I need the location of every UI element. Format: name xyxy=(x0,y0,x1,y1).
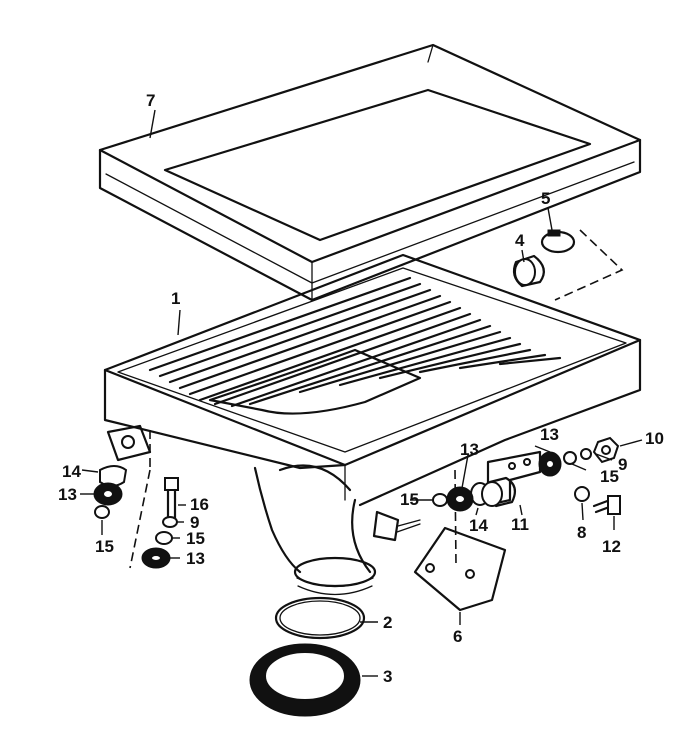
callout-4: 4 xyxy=(515,231,525,250)
part-12-bolt xyxy=(592,495,621,515)
part-9-washer-left xyxy=(162,516,178,528)
callout-15-left: 15 xyxy=(95,537,114,556)
cooling-fins xyxy=(148,276,562,408)
leader-lines xyxy=(80,109,643,677)
part-1-intercooler-body xyxy=(103,253,642,596)
part-13-rubber-mount-left-upper xyxy=(93,482,123,506)
callout-5: 5 xyxy=(541,189,550,208)
part-13-rubber-mount-center xyxy=(446,486,474,512)
part-6-bracket xyxy=(413,469,507,612)
part-3-gasket xyxy=(249,643,361,717)
part-13-rubber-mount-left-lower xyxy=(141,547,171,569)
callout-13-left-upper: 13 xyxy=(58,485,77,504)
callouts: 7 1 4 5 2 3 6 11 8 12 15 9 10 13 13 14 1… xyxy=(58,91,664,686)
part-15-washer-left-lower xyxy=(155,531,173,545)
part-13-rubber-mount-right xyxy=(538,451,562,477)
callout-15-right: 15 xyxy=(600,467,619,486)
callout-9-right: 9 xyxy=(618,455,627,474)
part-15-washer-left xyxy=(94,505,110,519)
callout-6: 6 xyxy=(453,627,462,646)
part-4-sleeve xyxy=(512,254,545,288)
part-2-o-ring xyxy=(274,596,366,640)
callout-15-center: 15 xyxy=(400,490,419,509)
callout-1: 1 xyxy=(171,289,180,308)
callout-3: 3 xyxy=(383,667,392,686)
callout-7: 7 xyxy=(146,91,155,110)
outlet-spout xyxy=(253,464,377,596)
callout-14-right: 14 xyxy=(469,516,488,535)
callout-2: 2 xyxy=(383,613,392,632)
part-15-washer-center xyxy=(432,493,448,507)
part-14-bushing-right xyxy=(470,476,517,508)
callout-11: 11 xyxy=(511,515,529,534)
callout-10: 10 xyxy=(645,429,664,448)
callout-16: 16 xyxy=(190,495,209,514)
mount-tab-left xyxy=(106,424,152,462)
callout-12: 12 xyxy=(602,537,621,556)
part-5-hose-clamp xyxy=(540,229,576,254)
part-7-cover-frame xyxy=(98,43,642,302)
callout-8: 8 xyxy=(577,523,586,542)
part-15-washer-right xyxy=(563,451,577,465)
callout-13-center: 13 xyxy=(460,440,479,459)
callout-14-left: 14 xyxy=(62,462,81,481)
side-pipe-stub xyxy=(372,510,421,542)
callout-13-left-lower: 13 xyxy=(186,549,205,568)
callout-15-left-lower: 15 xyxy=(186,529,205,548)
callout-13-right: 13 xyxy=(540,425,559,444)
part-16-bolt xyxy=(164,477,179,520)
part-8-washer xyxy=(574,486,590,502)
callout-9-left: 9 xyxy=(190,513,199,532)
part-9-washer-right xyxy=(580,448,592,460)
